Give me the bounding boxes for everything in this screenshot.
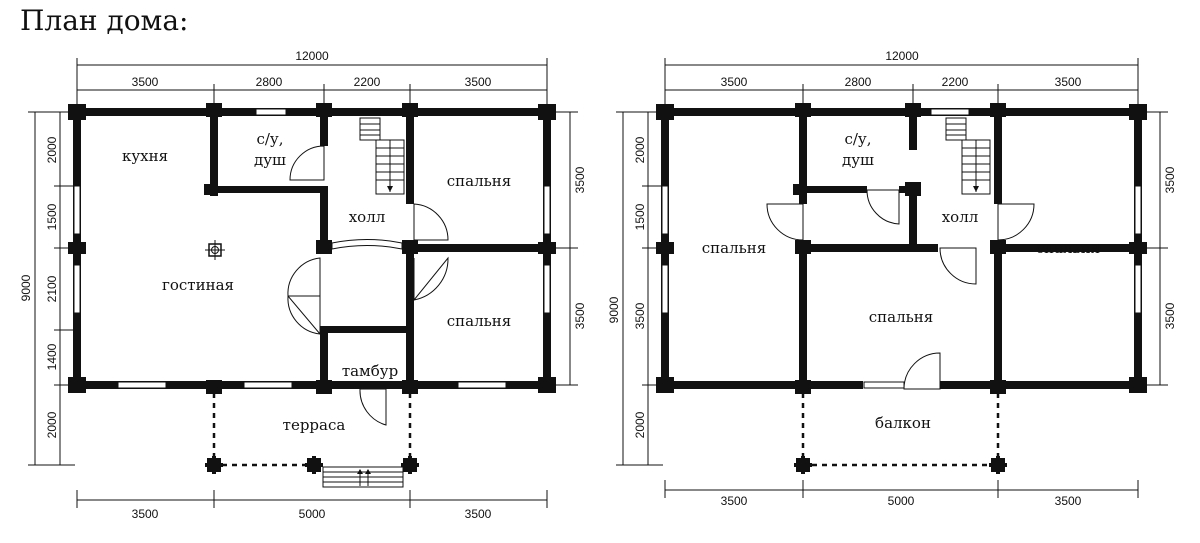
- dim2-left-3: 3500: [633, 302, 647, 329]
- right-dimensions: 3500 3500: [555, 111, 587, 386]
- dim-top-1: 3500: [132, 75, 159, 89]
- dim-left-total: 9000: [19, 274, 33, 301]
- dim-top-total: 12000: [295, 49, 329, 63]
- room-hall: холл: [349, 208, 386, 226]
- dim2-bottom-2: 5000: [888, 494, 915, 508]
- room-bathroom-line1: с/у,: [256, 130, 283, 148]
- dim2-bottom-1: 3500: [721, 494, 748, 508]
- room-kitchen: кухня: [122, 147, 168, 165]
- dim-right-2: 3500: [573, 302, 587, 329]
- room-terrace: терраса: [283, 416, 346, 434]
- dim2-top-2: 2800: [845, 75, 872, 89]
- room2-bathroom-line2: душ: [842, 151, 874, 169]
- stove-icon: [205, 240, 225, 260]
- dim-left-4: 1400: [45, 343, 59, 370]
- dim-top-4: 3500: [465, 75, 492, 89]
- stairs-icon: [359, 117, 405, 195]
- dim2-left-2: 1500: [633, 203, 647, 230]
- dim2-top-4: 3500: [1055, 75, 1082, 89]
- doors: [287, 145, 449, 426]
- entry-steps-icon: [322, 466, 404, 488]
- dim2-top-3: 2200: [942, 75, 969, 89]
- room2-bedroom-right: спальня: [1036, 239, 1101, 257]
- dim-right-1: 3500: [573, 166, 587, 193]
- page-title: План дома:: [20, 4, 189, 37]
- dim-bottom-3: 3500: [465, 507, 492, 521]
- bottom-dimensions-2: 3500 5000 3500: [664, 480, 1139, 508]
- dim-bottom-1: 3500: [132, 507, 159, 521]
- room-bedroom-a: спальня: [447, 172, 512, 190]
- room2-bedroom-left: спальня: [702, 239, 767, 257]
- dim-top-3: 2200: [354, 75, 381, 89]
- dim-left-1: 2000: [45, 136, 59, 163]
- dim2-right-2: 3500: [1163, 302, 1177, 329]
- dim2-left-1: 2000: [633, 136, 647, 163]
- stairs-icon-2: [945, 117, 991, 195]
- windows-2: [661, 108, 1142, 389]
- room2-balcony: балкон: [875, 414, 931, 432]
- dim2-right-1: 3500: [1163, 166, 1177, 193]
- room-bathroom-line2: душ: [254, 151, 286, 169]
- room2-hall: холл: [942, 208, 979, 226]
- top-dimensions-2: 12000 3500 2800 2200 3500: [664, 49, 1139, 105]
- room-bedroom-b: спальня: [447, 312, 512, 330]
- dim2-left-4: 2000: [633, 411, 647, 438]
- left-dimensions: 9000 2000 1500 2100 1400 2000: [19, 111, 75, 466]
- dim2-bottom-3: 3500: [1055, 494, 1082, 508]
- dim-left-5: 2000: [45, 411, 59, 438]
- balcony-structure: [794, 393, 1007, 474]
- dim-top-2: 2800: [256, 75, 283, 89]
- wall-posts-2: [656, 103, 1147, 394]
- right-dimensions-2: 3500 3500: [1145, 111, 1177, 386]
- doors-2: [766, 189, 1035, 390]
- bottom-dimensions: 3500 5000 3500: [76, 490, 548, 521]
- room-vestibule: тамбур: [342, 362, 398, 380]
- wall-posts: [68, 103, 556, 394]
- plan-first-floor: 12000 3500 2800 2200 3500 9000 2000 1500…: [19, 49, 587, 521]
- plan-second-floor: 12000 3500 2800 2200 3500 9000 2000 1500…: [607, 49, 1177, 508]
- dim2-top-total: 12000: [885, 49, 919, 63]
- room2-bedroom-center: спальня: [869, 308, 934, 326]
- left-dimensions-2: 9000 2000 1500 3500 2000: [607, 111, 663, 466]
- windows: [73, 108, 551, 389]
- dim2-top-1: 3500: [721, 75, 748, 89]
- room2-bathroom-line1: с/у,: [844, 130, 871, 148]
- terrace-structure: [205, 393, 419, 474]
- dim-left-2: 1500: [45, 203, 59, 230]
- room-living: гостиная: [162, 276, 234, 294]
- dim-left-3: 2100: [45, 275, 59, 302]
- top-dimensions: 12000 3500 2800 2200 3500: [76, 49, 548, 105]
- dim2-left-total: 9000: [607, 296, 621, 323]
- dim-bottom-2: 5000: [299, 507, 326, 521]
